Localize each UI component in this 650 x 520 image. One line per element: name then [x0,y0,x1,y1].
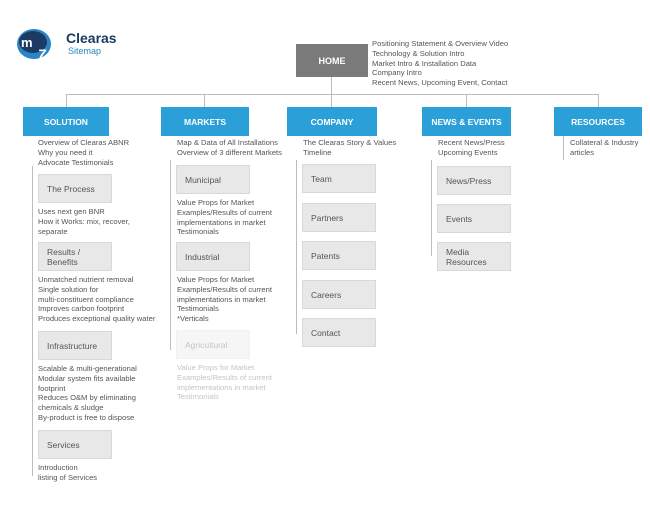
news-item-press[interactable]: News/Press [437,166,511,195]
column-markets[interactable]: MARKETS [161,107,249,136]
news-item-events[interactable]: Events [437,204,511,233]
markets-notes: Map & Data of All Installations Overview… [177,138,282,157]
markets-item-municipal[interactable]: Municipal [176,165,250,194]
connector-solution [66,94,67,107]
solution-notes: Overview of Clearas ABNR Why you need it… [38,138,130,167]
column-company[interactable]: COMPANY [287,107,377,136]
connector-resources [598,94,599,107]
horizontal-connector [66,94,599,95]
home-connector [331,77,332,94]
connector-markets [204,94,205,107]
markets-item-industrial-notes: Value Props for Market Examples/Results … [177,275,272,324]
column-resources[interactable]: RESOURCES [554,107,642,136]
markets-item-agricultural[interactable]: Agricultural [176,330,250,359]
company-item-contact[interactable]: Contact [302,318,376,347]
logo-subtitle: Sitemap [68,46,102,56]
svg-text:7: 7 [38,46,47,62]
markets-vertical-line [170,160,171,350]
solution-item-services-notes: Introduction listing of Services [38,463,98,482]
home-node[interactable]: HOME [296,44,368,77]
m7-logo-icon: m 7 [17,29,51,62]
solution-item-infrastructure-notes: Scalable & multi-generational Modular sy… [38,364,137,422]
column-news-events[interactable]: NEWS & EVENTS [422,107,511,136]
resources-vertical-line [563,136,564,160]
markets-item-industrial[interactable]: Industrial [176,242,250,271]
solution-item-process[interactable]: The Process [38,174,112,203]
solution-item-services[interactable]: Services [38,430,112,459]
company-item-careers[interactable]: Careers [302,280,376,309]
markets-item-agricultural-notes: Value Props for Market Examples/Results … [177,363,272,402]
news-item-media-resources[interactable]: Media Resources [437,242,511,271]
company-item-patents[interactable]: Patents [302,241,376,270]
solution-item-infrastructure[interactable]: Infrastructure [38,331,112,360]
home-notes: Positioning Statement & Overview Video T… [372,39,509,88]
solution-item-results[interactable]: Results / Benefits [38,242,112,271]
solution-item-results-notes: Unmatched nutrient removal Single soluti… [38,275,156,324]
news-vertical-line [431,160,432,256]
svg-text:m: m [21,35,33,50]
connector-news [466,94,467,107]
company-vertical-line [296,160,297,334]
column-solution[interactable]: SOLUTION [23,107,109,136]
news-notes: Recent News/Press Upcoming Events [438,138,505,157]
logo-title: Clearas [66,30,117,46]
solution-vertical-line [32,166,33,476]
resources-notes: Collateral & Industry articles [570,138,639,157]
company-item-partners[interactable]: Partners [302,203,376,232]
company-notes: The Clearas Story & Values Timeline [303,138,397,157]
markets-item-municipal-notes: Value Props for Market Examples/Results … [177,198,272,237]
solution-item-process-notes: Uses next gen BNR How it Works: mix, rec… [38,207,130,236]
company-item-team[interactable]: Team [302,164,376,193]
connector-company [331,94,332,107]
